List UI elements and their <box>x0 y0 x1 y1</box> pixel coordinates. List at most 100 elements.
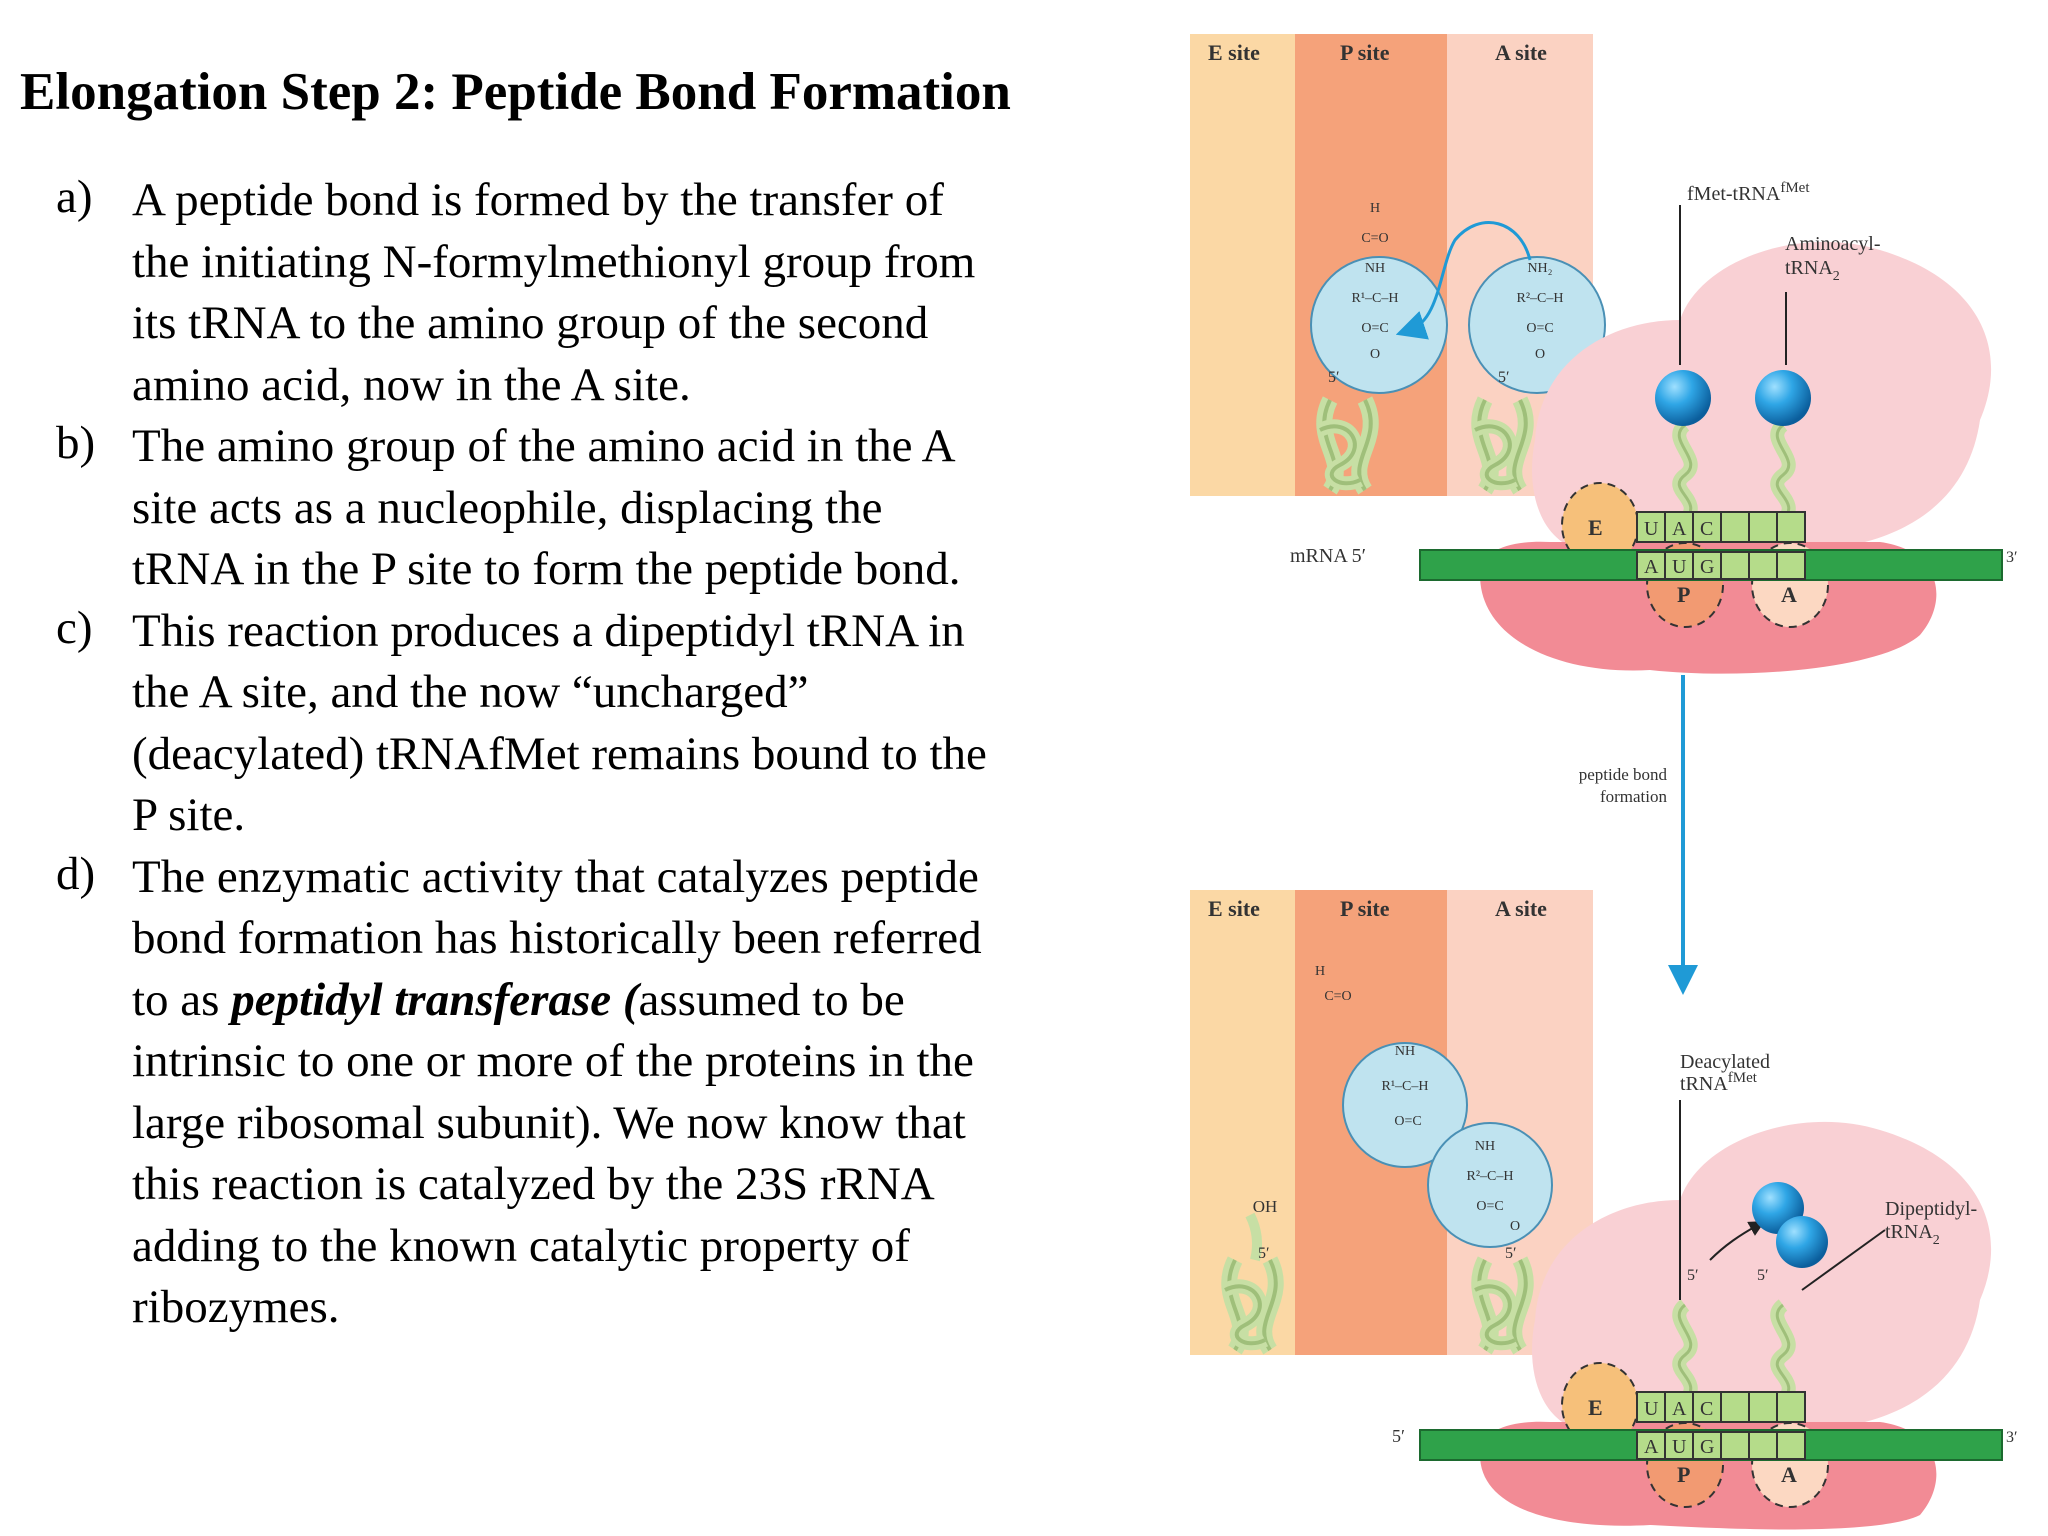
trna-ribosome-a-top <box>1770 419 1796 525</box>
codon-letter: G <box>1700 556 1714 578</box>
chem-text: NH₂ <box>1527 261 1552 276</box>
dipeptide-circle-1 <box>1342 1042 1468 1168</box>
text-line: its tRNA to the amino group of the secon… <box>132 297 929 349</box>
mrna-3-label: 3′ <box>2006 1429 2018 1446</box>
aminoacid-circle-p <box>1310 256 1448 394</box>
label-deacylated-trna: Deacylated tRNAfMet <box>1680 1051 1775 1095</box>
text-fragment: assumed to be <box>638 973 905 1026</box>
dipeptide-circle-2 <box>1427 1122 1553 1248</box>
codon-letter: A <box>1644 1436 1659 1458</box>
text-line: the A site, and the now “uncharged” <box>132 666 809 718</box>
label-fmet-trna: fMet-tRNAfMet <box>1687 180 1810 205</box>
text-line: bond formation has historically been ref… <box>132 912 982 964</box>
item-text: The amino group of the amino acid in the… <box>132 416 1082 601</box>
anticodon-letter: A <box>1672 1398 1687 1420</box>
text-line: The enzymatic activity that catalyzes pe… <box>132 850 979 903</box>
item-text: This reaction produces a dipeptidyl tRNA… <box>132 601 1082 847</box>
bullet-list: a) A peptide bond is formed by the trans… <box>0 170 1100 1339</box>
trna-stem-a-bottom <box>1471 1256 1534 1355</box>
codon-boxes-top: A U G <box>1636 551 1806 580</box>
chem-formula-a-bottom: NH R²–C–H O=C O <box>1467 1139 1521 1234</box>
codon-letter: A <box>1644 556 1659 578</box>
pointer-dipeptidyl-trna <box>1801 1229 1886 1291</box>
chem-text: R²–C–H <box>1467 1169 1514 1184</box>
slide-title: Elongation Step 2: Peptide Bond Formatio… <box>20 63 1011 121</box>
dipeptide-ball-2 <box>1776 1216 1828 1268</box>
item-text: A peptide bond is formed by the transfer… <box>132 170 1082 416</box>
text-line: to as peptidyl transferase (assumed to b… <box>132 970 1082 1032</box>
aminoacid-circle-a <box>1468 256 1606 394</box>
five-prime-label: 5′ <box>1328 369 1340 386</box>
e-site-column <box>1190 34 1295 496</box>
text-line: intrinsic to one or more of the proteins… <box>132 1035 974 1087</box>
bottom-panel: E site P site A site OH 5′ 5′ H C=O NH R… <box>1190 890 2018 1530</box>
transition-arrow: peptide bond formation <box>1579 675 1698 995</box>
chem-text: O=C <box>1361 321 1388 336</box>
five-prime-label: 5′ <box>1505 1245 1517 1262</box>
five-prime-label: 5′ <box>1498 369 1510 386</box>
list-item-b: b) The amino group of the amino acid in … <box>0 416 1100 601</box>
peptide-bond-diagram: E site P site A site H C=O NH R¹–C–H O=C… <box>1190 34 2018 1530</box>
ribosome-site-a: A <box>1781 1462 1797 1487</box>
anticodon-letter: U <box>1644 1398 1659 1420</box>
list-item-a: a) A peptide bond is formed by the trans… <box>0 170 1100 416</box>
chem-text: O <box>1370 347 1380 362</box>
item-text: The enzymatic activity that catalyzes pe… <box>132 847 1082 1339</box>
mrna-3-label: 3′ <box>2006 549 2018 566</box>
chem-formula-a-top: NH₂ R²–C–H O=C O <box>1517 261 1564 362</box>
item-letter: a) <box>56 171 93 223</box>
aminoacid-ball-p <box>1655 370 1711 426</box>
ribosome-site-e: E <box>1588 515 1603 540</box>
chem-text: O <box>1535 347 1545 362</box>
text-line: site acts as a nucleophile, displacing t… <box>132 481 883 534</box>
aminoacid-ball-a <box>1755 370 1811 426</box>
chem-text: NH <box>1395 1044 1415 1059</box>
text-line: amino acid, now in the A site. <box>132 358 691 411</box>
codon-letter: U <box>1672 1436 1687 1458</box>
label-aminoacyl-trna: Aminoacyl- tRNA2 <box>1785 233 1886 284</box>
top-panel: E site P site A site H C=O NH R¹–C–H O=C… <box>1190 34 2018 674</box>
oh-label: OH <box>1253 1197 1278 1216</box>
transfer-arrow <box>1709 1221 1765 1261</box>
mrna-5-label: mRNA 5′ <box>1290 545 1366 567</box>
chem-text: O=C <box>1526 321 1553 336</box>
trna-ribosome-a-bottom <box>1770 1299 1796 1405</box>
chem-text: R¹–C–H <box>1382 1079 1429 1094</box>
chem-text: C=O <box>1361 231 1388 246</box>
ribosome-site-p: P <box>1677 1462 1690 1487</box>
text-line: This reaction produces a dipeptidyl tRNA… <box>132 604 965 657</box>
trna-stem-a-top <box>1471 396 1534 495</box>
text-line: The amino group of the amino acid in the… <box>132 420 956 472</box>
text-line: large ribosomal subunit). We now know th… <box>132 1096 966 1149</box>
ribosome-site-a: A <box>1781 582 1797 607</box>
chem-text: H <box>1315 964 1325 979</box>
emphasis-term: peptidyl transferase ( <box>231 973 639 1026</box>
trna-ribosome-p-bottom <box>1672 1299 1698 1405</box>
five-prime-label: 5′ <box>1757 1267 1769 1284</box>
text-line: (deacylated) tRNAfMet remains bound to t… <box>132 727 987 780</box>
chem-text: NH <box>1475 1139 1495 1154</box>
ribosome-site-e: E <box>1588 1395 1603 1420</box>
codon-letter: U <box>1672 556 1687 578</box>
text-line: adding to the known catalytic property o… <box>132 1219 910 1272</box>
chem-formula-p-bottom: H C=O NH R¹–C–H O=C <box>1315 964 1429 1129</box>
anticodon-letter: U <box>1644 518 1659 540</box>
codon-letter: G <box>1700 1436 1714 1458</box>
anticodon-boxes-bottom: U A C <box>1636 1391 1806 1423</box>
arrow-label-line2: formation <box>1600 787 1668 806</box>
p-site-label: P site <box>1340 896 1390 921</box>
label-dipeptidyl-trna: Dipeptidyl- tRNA2 <box>1885 1198 1982 1248</box>
item-letter: b) <box>56 417 96 469</box>
anticodon-letter: C <box>1700 1398 1713 1420</box>
text-line: P site. <box>132 789 246 841</box>
list-item-d: d) The enzymatic activity that catalyzes… <box>0 847 1100 1339</box>
e-site-label: E site <box>1208 896 1260 921</box>
chem-text: O=C <box>1394 1114 1421 1129</box>
chem-text: O=C <box>1476 1199 1503 1214</box>
chem-text: C=O <box>1324 989 1351 1004</box>
codon-boxes-bottom: A U G <box>1636 1431 1806 1460</box>
nucleophile-arrow <box>1395 221 1532 340</box>
anticodon-letter: A <box>1672 518 1687 540</box>
text-line: ribozymes. <box>132 1281 340 1333</box>
anticodon-boxes-top: U A C <box>1636 511 1806 543</box>
